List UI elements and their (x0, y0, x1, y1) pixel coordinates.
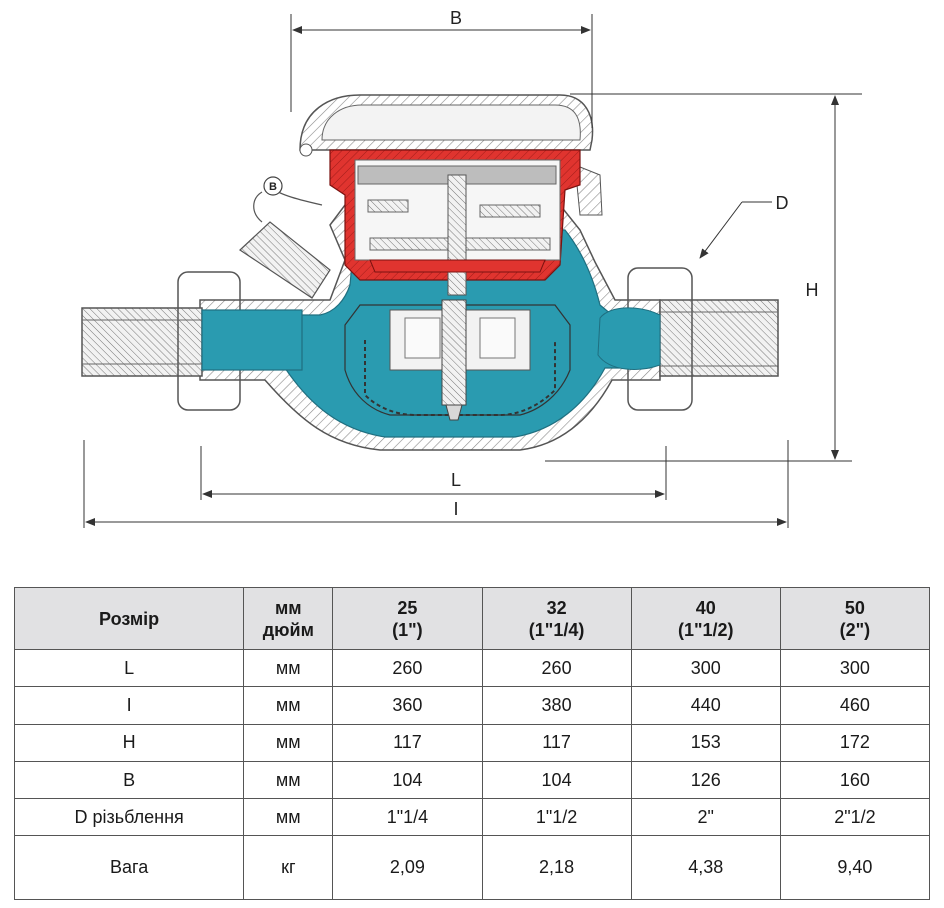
cell: 153 (630, 723, 781, 762)
header-col-3: 40 (1"1/2) (630, 587, 781, 650)
cell: 1"1/2 (481, 798, 632, 837)
left-connector (81, 271, 303, 411)
cell: 160 (779, 760, 931, 800)
row-name: Вага (13, 835, 245, 900)
dimension-I-label: I (453, 499, 458, 519)
row-unit: мм (243, 686, 334, 725)
cell: 104 (332, 760, 483, 800)
header-col-4-inch: (2") (839, 619, 871, 640)
row-name: H (13, 723, 245, 762)
cell: 117 (332, 723, 483, 762)
header-unit: мм дюйм (243, 587, 334, 650)
seal-mark: B (269, 181, 277, 193)
header-col-2: 32 (1"1/4) (481, 587, 632, 650)
dimension-I: I (83, 440, 789, 528)
row-name: B (13, 760, 245, 800)
header-col-4: 50 (2") (779, 587, 931, 650)
row-name: L (13, 648, 245, 688)
dimension-B-label: B (450, 8, 462, 28)
seal: B (239, 176, 331, 299)
cell: 172 (779, 723, 931, 762)
table-header-row: Розмір мм дюйм 25 (1") 32 (1"1/4) 40 (1"… (13, 587, 931, 650)
header-size: Розмір (13, 587, 245, 650)
cell: 2,09 (332, 835, 483, 900)
dimension-H-label: H (806, 280, 819, 300)
table-row: H мм 117 117 153 172 (13, 723, 931, 762)
header-col-1: 25 (1") (332, 587, 483, 650)
dimension-D-label: D (776, 193, 789, 213)
row-unit: мм (243, 798, 334, 837)
cell: 1"1/4 (332, 798, 483, 837)
header-col-1-inch: (1") (392, 619, 423, 640)
header-col-4-mm: 50 (844, 597, 865, 618)
header-col-2-inch: (1"1/4) (528, 619, 585, 640)
cell: 440 (630, 686, 781, 725)
table-row: I мм 360 380 440 460 (13, 686, 931, 725)
cell: 460 (779, 686, 931, 725)
register-lid (299, 94, 603, 216)
cell: 300 (779, 648, 931, 688)
cell: 300 (630, 648, 781, 688)
row-unit: мм (243, 760, 334, 800)
dimension-B: B (290, 8, 593, 128)
cell: 4,38 (630, 835, 781, 900)
header-col-3-mm: 40 (695, 597, 716, 618)
cell: 117 (481, 723, 632, 762)
table-row: Вага кг 2,09 2,18 4,38 9,40 (13, 835, 931, 900)
impeller-chamber (344, 299, 571, 421)
row-unit: мм (243, 723, 334, 762)
cell: 126 (630, 760, 781, 800)
dimension-D: D (699, 193, 789, 259)
row-unit: мм (243, 648, 334, 688)
dimension-H: H (545, 93, 862, 462)
cell: 2,18 (481, 835, 632, 900)
water-meter-cross-section-drawing: B B H D L I (81, 8, 862, 528)
cell: 104 (481, 760, 632, 800)
table-row: B мм 104 104 126 160 (13, 760, 931, 800)
table-row: D різьблення мм 1"1/4 1"1/2 2" 2"1/2 (13, 798, 931, 837)
cell: 380 (481, 686, 632, 725)
dimension-L: L (200, 446, 667, 500)
row-name: D різьблення (13, 798, 245, 837)
cell: 9,40 (779, 835, 931, 900)
row-unit: кг (243, 835, 334, 900)
right-connector (597, 267, 779, 411)
table-row: L мм 260 260 300 300 (13, 648, 931, 688)
row-name: I (13, 686, 245, 725)
cell: 2" (630, 798, 781, 837)
dimension-L-label: L (451, 470, 461, 490)
header-col-2-mm: 32 (546, 597, 567, 618)
cell: 260 (481, 648, 632, 688)
header-col-3-inch: (1"1/2) (677, 619, 734, 640)
header-unit-mm: мм (274, 597, 302, 618)
header-unit-inch: дюйм (262, 619, 314, 640)
cell: 260 (332, 648, 483, 688)
specification-table: Розмір мм дюйм 25 (1") 32 (1"1/4) 40 (1"… (13, 587, 931, 900)
cell: 2"1/2 (779, 798, 931, 837)
cell: 360 (332, 686, 483, 725)
register-housing (329, 149, 581, 296)
header-col-1-mm: 25 (397, 597, 418, 618)
